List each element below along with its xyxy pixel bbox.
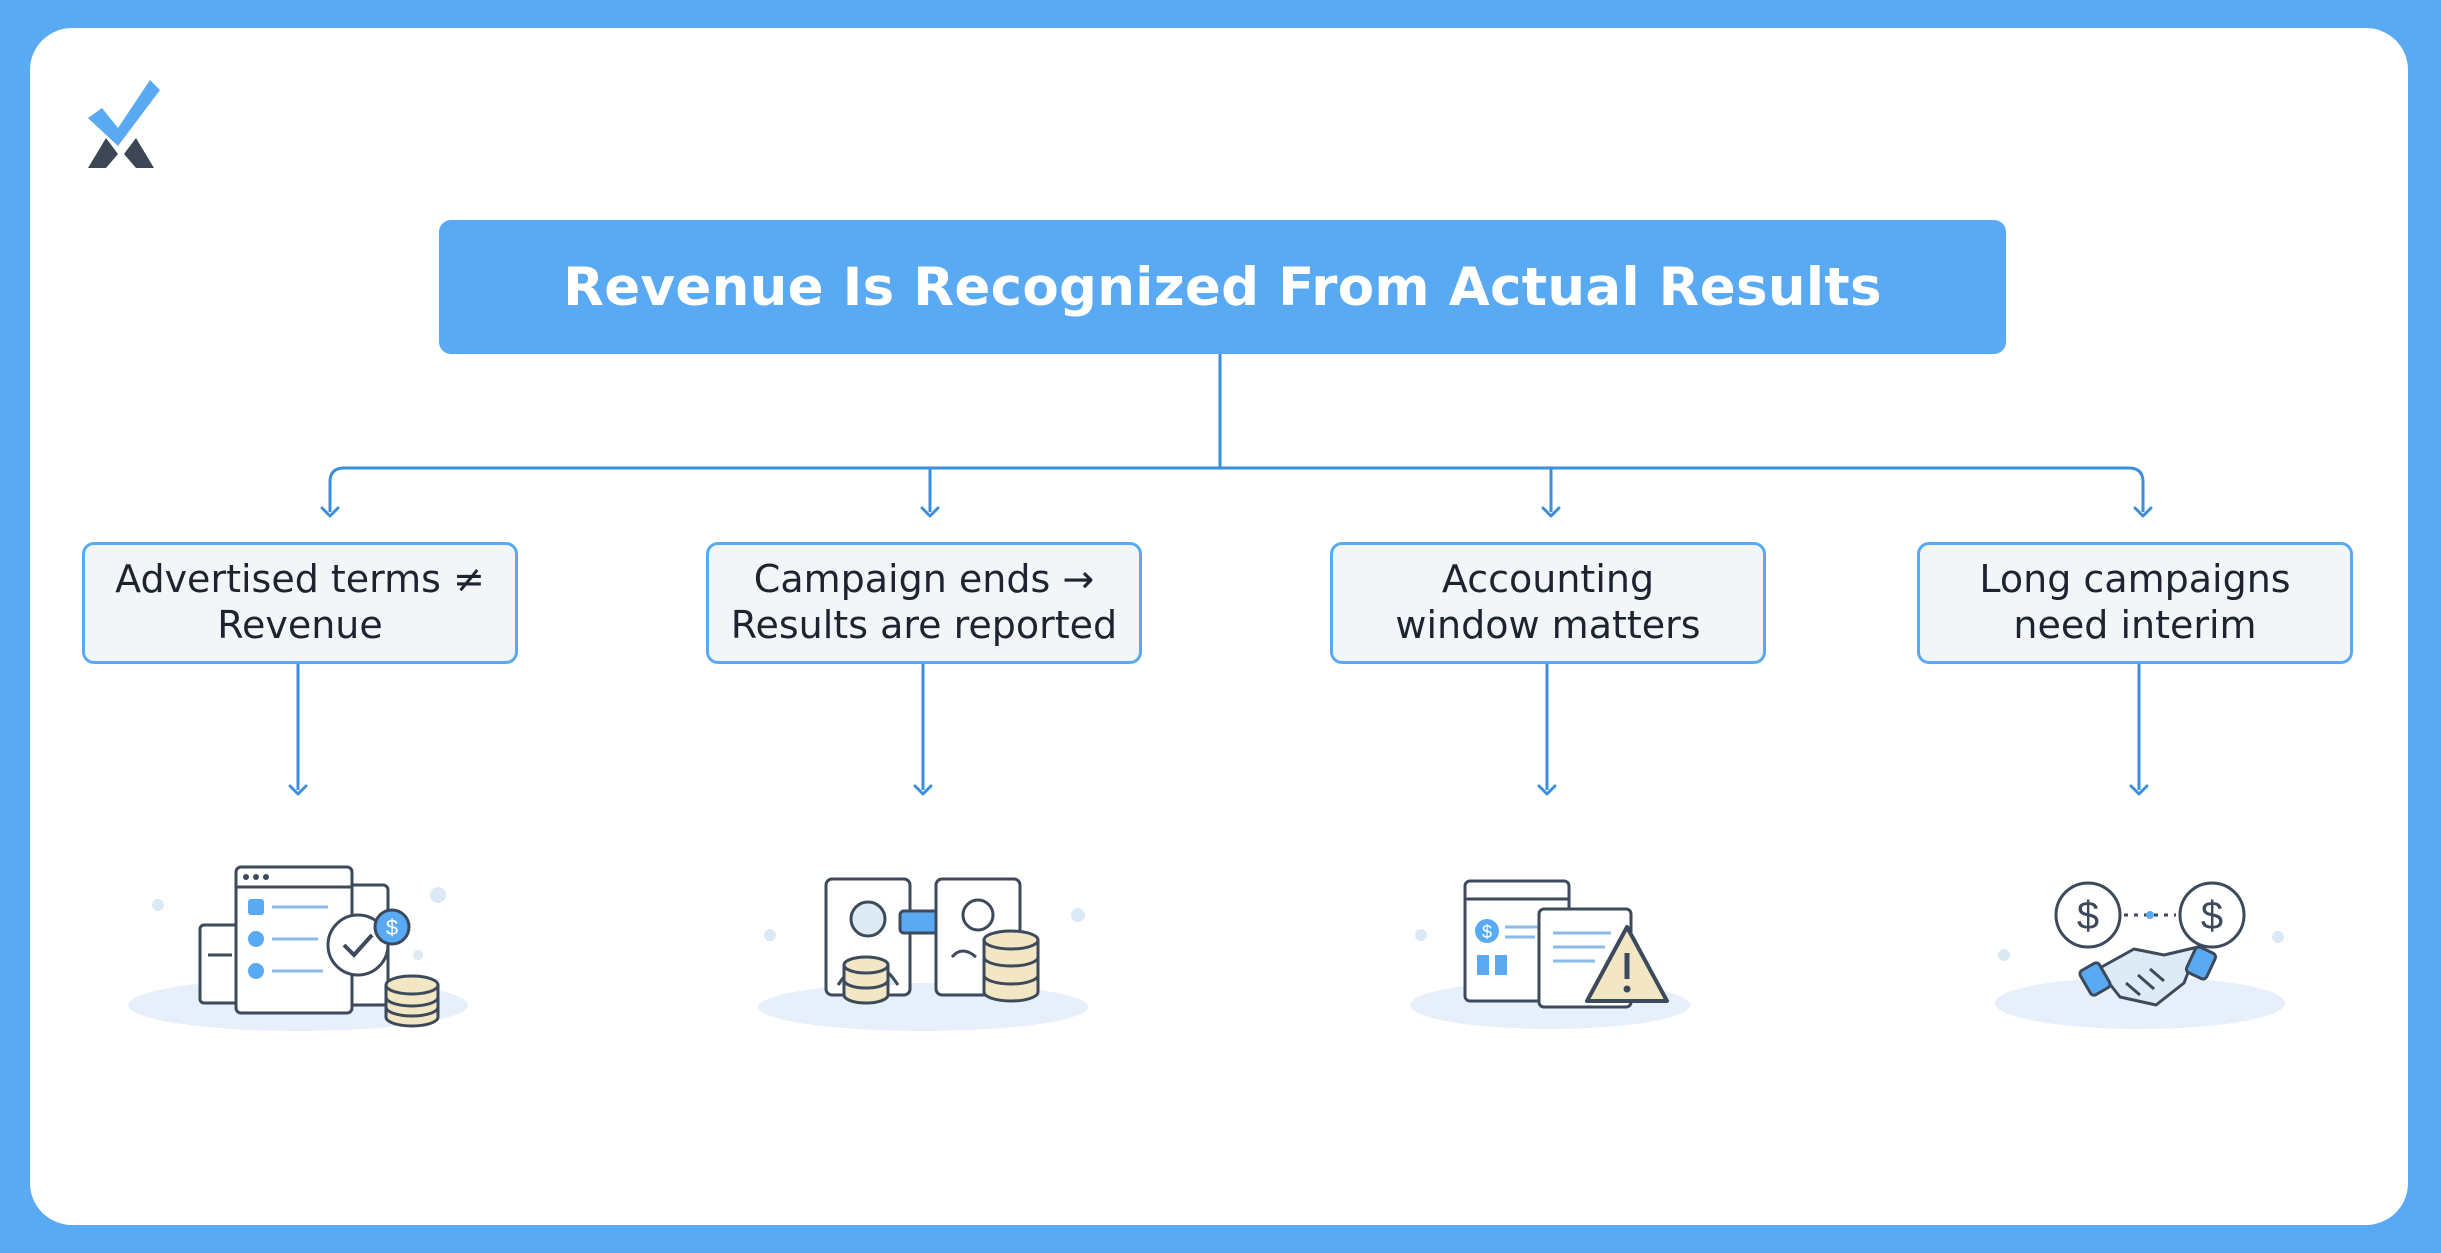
node-label: Accounting window matters: [1395, 557, 1701, 647]
svg-text:$: $: [1482, 922, 1492, 942]
report-handoff-coins-illustration: [758, 877, 1088, 1031]
svg-text:$: $: [2077, 894, 2099, 938]
diagram-title: Revenue Is Recognized From Actual Result…: [439, 220, 2006, 354]
contract-checklist-coins-illustration: $: [128, 865, 468, 1031]
handshake-dollar-illustration: $ $: [1995, 881, 2285, 1029]
svg-text:$: $: [386, 915, 398, 940]
node-advertised-terms: Advertised terms ≠ Revenue: [82, 542, 518, 664]
diagram-title-text: Revenue Is Recognized From Actual Result…: [563, 256, 1882, 318]
node-accounting-window: Accounting window matters: [1330, 542, 1766, 664]
svg-text:$: $: [2201, 894, 2223, 938]
node-label: Long campaigns need interim: [1979, 557, 2291, 647]
node-long-campaigns: Long campaigns need interim: [1917, 542, 2353, 664]
statement-warning-illustration: $: [1410, 879, 1690, 1029]
node-campaign-ends: Campaign ends → Results are reported: [706, 542, 1142, 664]
branch-bus: [328, 466, 2145, 512]
brand-logo: [88, 80, 160, 168]
node-label: Advertised terms ≠ Revenue: [115, 557, 485, 647]
node-label: Campaign ends → Results are reported: [730, 557, 1118, 647]
